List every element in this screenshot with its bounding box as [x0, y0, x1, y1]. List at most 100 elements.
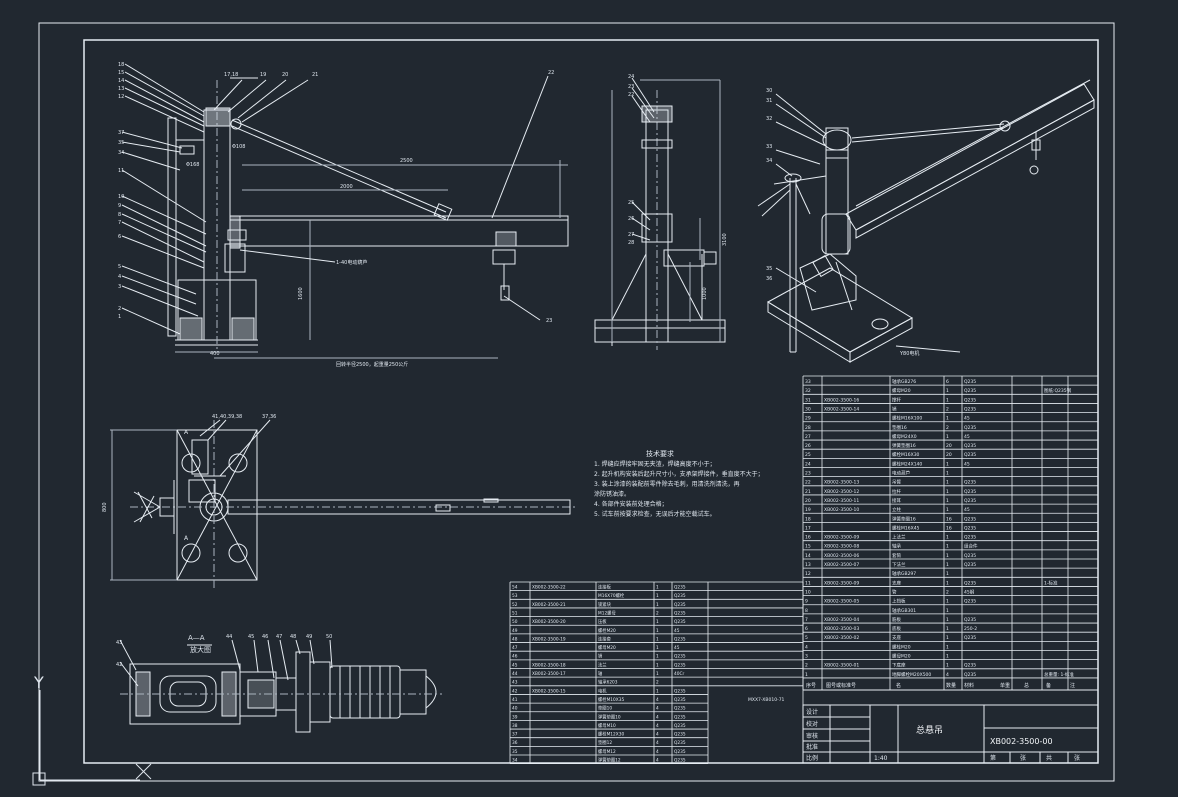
- bom-right-cell: Q235: [964, 388, 976, 394]
- bom-right-cell: 轴承GB276: [892, 378, 916, 385]
- bom-left-cell: Q235: [674, 697, 686, 703]
- bom-left-cell: 45: [674, 645, 680, 651]
- title-block-role-review: 审核: [806, 732, 818, 740]
- bom-right-cell: XB002-3500-07: [824, 562, 859, 568]
- bom-left-cell: Q235: [674, 602, 686, 608]
- dim-top-note: Φ108: [232, 144, 245, 150]
- balloon-front: 3: [118, 284, 121, 290]
- bom-right-cell: 1: [946, 507, 949, 513]
- bom-left-cell: 2: [656, 610, 659, 616]
- bom-right-cell: 10: [805, 589, 811, 595]
- balloon-front: 4: [118, 274, 121, 280]
- bom-right-cell: Q235: [964, 535, 976, 541]
- balloon-front: 13: [118, 86, 124, 92]
- bom-left-cell: Q235: [674, 636, 686, 642]
- tech-note-line-6: 5. 试车前按要求检查，无误后才能空载试车。: [594, 510, 716, 518]
- technical-requirements: 技术要求 1. 焊缝应焊接牢固无夹渣，焊缝高度不小于； 2. 起升机构安装后起升…: [594, 449, 764, 518]
- scale-value: 1:40: [874, 755, 888, 762]
- balloon-iso: 32: [766, 116, 772, 122]
- bom-left-cell: 43: [512, 680, 518, 686]
- bom-left-cell: Q235: [674, 654, 686, 660]
- bom-right-header-cell: 图号或标准号: [826, 682, 856, 689]
- bom-left-cell: 1: [656, 593, 659, 599]
- bom-right-cell: 螺栓M16X30: [892, 451, 920, 458]
- bom-right-cell: Q235: [964, 635, 976, 641]
- bom-left-cell: 4: [656, 740, 659, 746]
- bom-right-cell: 1: [946, 535, 949, 541]
- bom-right-cell: XB002-3500-06: [824, 553, 859, 559]
- bom-right-cell: 轴承GB297: [892, 570, 916, 577]
- bom-right-cell: 2: [946, 589, 949, 595]
- bom-left-cell: 锁紧块: [598, 601, 612, 608]
- bom-right-cell: 套筒: [892, 552, 901, 559]
- front-view: [121, 63, 569, 359]
- sheet-label: 第: [990, 754, 996, 762]
- tech-note-line-1: 1. 焊缝应焊接牢固无夹渣，焊缝高度不小于；: [594, 460, 716, 468]
- bom-right-cell: 29: [805, 416, 811, 422]
- bom-right-cell: 5: [805, 635, 808, 641]
- bom-left-cell: 4: [656, 749, 659, 755]
- bom-left-cell: Q235: [674, 758, 686, 764]
- bom-right-cell: 16: [805, 535, 811, 541]
- balloon-front: 14: [118, 78, 124, 84]
- bom-left-cell: 连接板: [598, 584, 612, 591]
- bom-left-cell: 47: [512, 645, 518, 651]
- bom-left-cell: Q235: [674, 619, 686, 625]
- bom-right-cell: 1: [946, 635, 949, 641]
- bom-left-cell: 销: [598, 653, 603, 660]
- bom-left-cell: 40: [512, 706, 518, 712]
- balloon-section: 48: [290, 634, 296, 640]
- dim-height: 1600: [298, 287, 304, 300]
- bom-left-cell: 46: [512, 654, 518, 660]
- bom-right-cell: 18: [805, 516, 811, 522]
- bom-right-cell: 上挡板: [892, 598, 906, 605]
- bom-left-cell: 1: [656, 688, 659, 694]
- balloon-front: 17,18: [224, 72, 238, 78]
- bom-right-cell: 螺母M20: [892, 387, 911, 394]
- tech-note-line-4: 涂防锈油漆。: [594, 490, 630, 498]
- bom-right-cell: XB002-3500-12: [824, 489, 859, 495]
- balloon-front: 21: [312, 72, 318, 78]
- balloon-front: 35: [118, 140, 124, 146]
- bom-left-cell: 42: [512, 688, 518, 694]
- bom-right-cell: 拉杆: [892, 488, 901, 495]
- bom-right-cell: 螺栓M16X100: [892, 415, 922, 422]
- bom-left-cell: XB002-3500-22: [532, 585, 566, 591]
- bom-left-cell: M12螺母: [598, 609, 616, 616]
- bom-right-cell: 24: [805, 461, 811, 467]
- plan-view-label-a1: A: [184, 429, 189, 436]
- dim-plan: 800: [102, 502, 108, 512]
- bom-left-cell: 38: [512, 723, 518, 729]
- dim-boom-inner: 2000: [340, 184, 353, 190]
- bom-left-cell: Q235: [674, 706, 686, 712]
- bom-right-cell: Q235: [964, 562, 976, 568]
- bom-right-cell: XB002-3500-10: [824, 507, 859, 513]
- balloon-side: 24: [628, 74, 634, 80]
- bom-right-cell: 13: [805, 562, 811, 568]
- balloon-front: 22: [548, 70, 554, 76]
- bom-left-cell: XB002-3500-15: [532, 688, 566, 694]
- bom-left-cell: 2: [656, 680, 659, 686]
- title-block-role-design: 设计: [806, 708, 818, 716]
- bom-right-cell: 9: [805, 599, 808, 605]
- range-note: 回转半径2500，起重量250公斤: [336, 361, 408, 368]
- bom-left-cell: 1: [656, 619, 659, 625]
- bom-right-cell: 筋板: [892, 616, 901, 623]
- bom-right-cell: 螺母M24X0: [892, 433, 917, 440]
- hoist-note: 1-40电动葫芦: [336, 259, 367, 266]
- bom-right-cell: XB002-3500-01: [824, 663, 859, 669]
- bom-right-cell: 45: [964, 507, 970, 513]
- bom-right-cell: XB002-3500-14: [824, 406, 859, 412]
- plan-view-label-a2: A: [184, 535, 189, 542]
- bom-left-cell: 连接套: [598, 635, 612, 642]
- bom-right-cell: 33: [805, 379, 811, 385]
- bom-left-cell: XB002-3500-18: [532, 662, 566, 668]
- drawing-name: 总悬吊: [916, 724, 943, 736]
- balloon-side: 27: [628, 232, 634, 238]
- bom-left-cell: 49: [512, 628, 518, 634]
- bom-right-cell: Q235: [964, 452, 976, 458]
- bom-right-header-cell: 单重: [1000, 682, 1010, 689]
